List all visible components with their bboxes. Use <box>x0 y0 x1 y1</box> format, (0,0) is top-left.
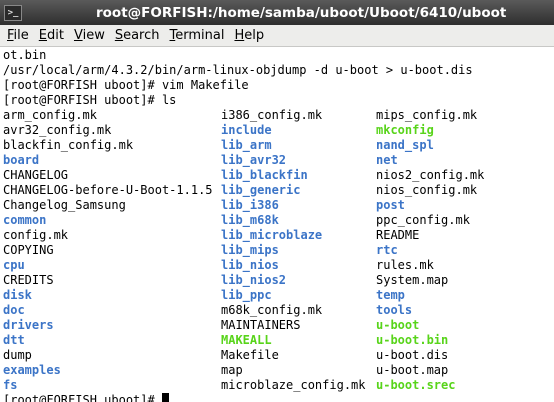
ls-entry-directory: include <box>221 123 272 137</box>
ls-entry-file: CHANGELOG <box>3 168 69 182</box>
menu-file-label: ile <box>13 28 29 43</box>
text-cursor <box>161 393 169 402</box>
ls-entry-file: System.map <box>376 273 449 287</box>
ls-entry-directory: lib_generic <box>221 183 301 197</box>
ls-entry-file: u-boot.dis <box>376 348 449 362</box>
menu-search-label: earch <box>123 28 160 43</box>
ls-entry-directory: common <box>3 213 47 227</box>
menu-file-mnemonic: F <box>7 28 14 43</box>
ls-entry-file: CREDITS <box>3 273 54 287</box>
menu-bar: File Edit View Search Terminal Help <box>0 25 554 47</box>
ls-entry-executable: u-boot.srec <box>376 378 456 392</box>
ls-entry-executable: MAKEALL <box>221 333 272 347</box>
menu-view-label: iew <box>82 28 105 43</box>
menu-edit-label: dit <box>47 28 64 43</box>
output-line: [root@FORFISH uboot]# vim Makefile <box>3 78 249 92</box>
ls-entry-file: i386_config.mk <box>221 108 323 122</box>
ls-entry-directory: net <box>376 153 398 167</box>
shell-prompt: [root@FORFISH uboot]# <box>3 393 162 402</box>
ls-entry-file: config.mk <box>3 228 69 242</box>
title-bar[interactable]: >_ root@FORFISH:/home/samba/uboot/Uboot/… <box>0 0 554 25</box>
ls-entry-file: blackfin_config.mk <box>3 138 134 152</box>
ls-entry-file: Makefile <box>221 348 279 362</box>
menu-terminal[interactable]: Terminal <box>170 28 225 43</box>
ls-entry-directory: lib_nios2 <box>221 273 287 287</box>
ls-entry-directory: nand_spl <box>376 138 434 152</box>
ls-entry-file: MAINTAINERS <box>221 318 301 332</box>
ls-entry-file: nios_config.mk <box>376 183 478 197</box>
ls-entry-file: COPYING <box>3 243 54 257</box>
ls-entry-file: CHANGELOG-before-U-Boot-1.1.5 <box>3 183 213 197</box>
ls-entry-file: u-boot.map <box>376 363 449 377</box>
ls-entry-directory: examples <box>3 363 61 377</box>
ls-entry-directory: board <box>3 153 40 167</box>
menu-terminal-label: erminal <box>175 28 225 43</box>
menu-search[interactable]: Search <box>115 28 160 43</box>
ls-entry-directory: dtt <box>3 333 25 347</box>
menu-edit-mnemonic: E <box>38 28 47 43</box>
ls-entry-directory: lib_m68k <box>221 213 279 227</box>
ls-entry-directory: temp <box>376 288 405 302</box>
prompt-line[interactable]: [root@FORFISH uboot]# <box>0 393 554 402</box>
ls-entry-directory: lib_mips <box>221 243 279 257</box>
ls-entry-file: arm_config.mk <box>3 108 97 122</box>
ls-entry-directory: post <box>376 198 405 212</box>
ls-entry-directory: rtc <box>376 243 398 257</box>
menu-file[interactable]: File <box>7 28 29 43</box>
menu-view-mnemonic: V <box>73 28 83 43</box>
ls-entry-directory: lib_i386 <box>221 198 279 212</box>
window-title: root@FORFISH:/home/samba/uboot/Uboot/641… <box>96 4 507 21</box>
ls-entry-file: Changelog_Samsung <box>3 198 126 212</box>
ls-entry-file: microblaze_config.mk <box>221 378 366 392</box>
menu-search-mnemonic: S <box>114 28 124 43</box>
ls-entry-directory: disk <box>3 288 32 302</box>
ls-entry-file: rules.mk <box>376 258 434 272</box>
ls-entry-file: mips_config.mk <box>376 108 478 122</box>
menu-help-label: elp <box>244 28 265 43</box>
ls-entry-directory: lib_arm <box>221 138 272 152</box>
ls-entry-file: nios2_config.mk <box>376 168 485 182</box>
ls-entry-file: README <box>376 228 420 242</box>
output-line: [root@FORFISH uboot]# ls <box>3 93 177 107</box>
menu-help[interactable]: Help <box>234 28 264 43</box>
terminal-icon[interactable]: >_ <box>4 4 22 21</box>
ls-entry-directory: doc <box>3 303 25 317</box>
ls-entry-file: dump <box>3 348 32 362</box>
ls-entry-directory: tools <box>376 303 413 317</box>
ls-entry-directory: lib_blackfin <box>221 168 308 182</box>
ls-entry-directory: lib_microblaze <box>221 228 323 242</box>
menu-terminal-mnemonic: T <box>169 28 176 43</box>
terminal-output[interactable]: ot.bin /usr/local/arm/4.3.2/bin/arm-linu… <box>0 48 554 402</box>
menu-edit[interactable]: Edit <box>39 28 64 43</box>
output-line: ot.bin <box>3 48 47 62</box>
ls-entry-file: avr32_config.mk <box>3 123 112 137</box>
ls-entry-directory: fs <box>3 378 18 392</box>
menu-help-mnemonic: H <box>234 28 245 43</box>
ls-entry-directory: lib_avr32 <box>221 153 287 167</box>
output-line: /usr/local/arm/4.3.2/bin/arm-linux-objdu… <box>3 63 473 77</box>
ls-entry-directory: lib_nios <box>221 258 279 272</box>
ls-entry-executable: u-boot.bin <box>376 333 449 347</box>
ls-entry-file: map <box>221 363 243 377</box>
ls-entry-file: m68k_config.mk <box>221 303 323 317</box>
ls-entry-file: ppc_config.mk <box>376 213 470 227</box>
ls-entry-executable: u-boot <box>376 318 420 332</box>
ls-entry-executable: mkconfig <box>376 123 434 137</box>
ls-entry-directory: lib_ppc <box>221 288 272 302</box>
ls-entry-directory: cpu <box>3 258 25 272</box>
ls-entry-directory: drivers <box>3 318 54 332</box>
menu-view[interactable]: View <box>74 28 105 43</box>
